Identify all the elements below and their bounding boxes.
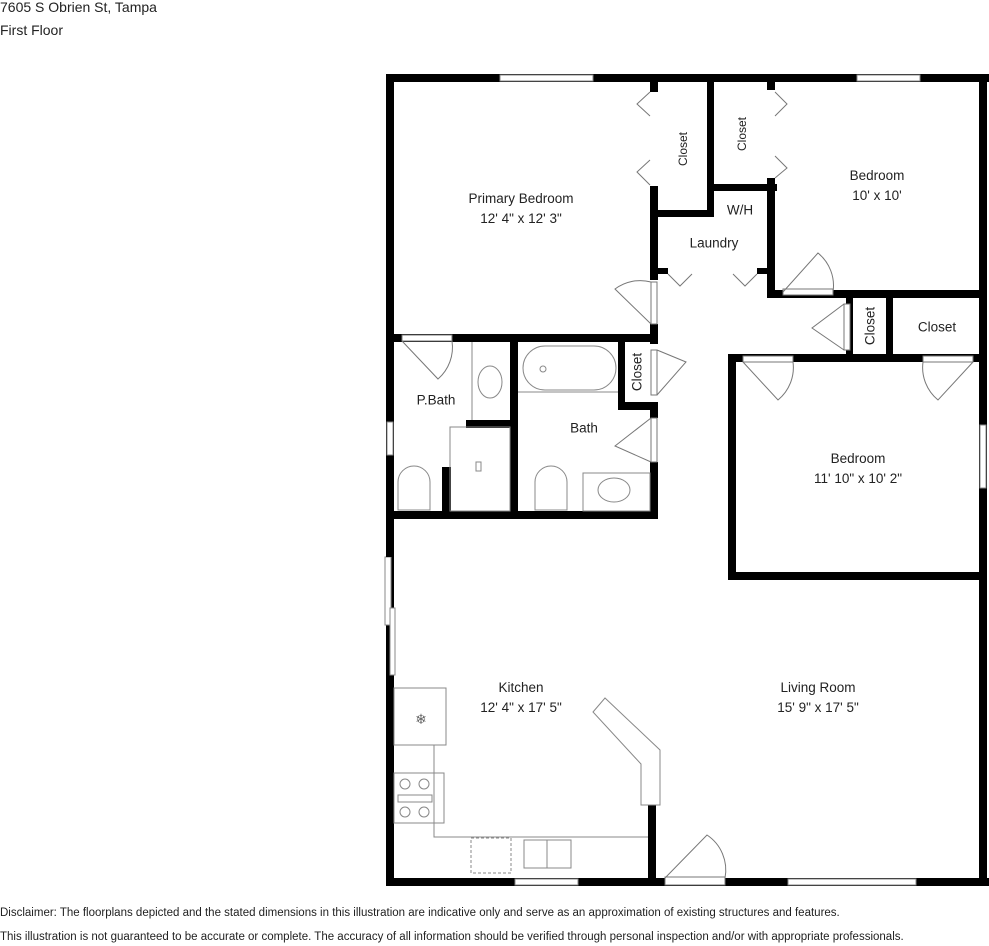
room-dims: 12' 4" x 17' 5" xyxy=(480,700,562,715)
room-closet-primary: Closet xyxy=(676,131,690,167)
room-primary-bedroom: Primary Bedroom 12' 4" x 12' 3" xyxy=(468,189,573,229)
room-closet-hall: Closet xyxy=(862,306,878,346)
room-dims: 11' 10" x 10' 2" xyxy=(813,471,903,486)
interior-walls xyxy=(386,82,987,885)
room-kitchen: Kitchen 12' 4" x 17' 5" xyxy=(480,678,562,718)
room-closet-large: Closet xyxy=(917,319,957,335)
door-swings xyxy=(401,91,974,886)
fixtures xyxy=(393,342,661,874)
room-dims: 10' x 10' xyxy=(852,188,902,203)
room-name: Bedroom xyxy=(849,168,905,183)
room-laundry: Laundry xyxy=(689,235,739,251)
room-bedroom-e: Bedroom 11' 10" x 10' 2" xyxy=(814,449,902,489)
room-closet-ne: Closet xyxy=(735,116,749,152)
room-name: Living Room xyxy=(780,680,856,695)
room-closet-bath: Closet xyxy=(629,352,645,392)
disclaimer-line-1: Disclaimer: The floorplans depicted and … xyxy=(0,907,840,919)
room-name: Bedroom xyxy=(830,451,886,466)
room-name: Kitchen xyxy=(498,680,544,695)
room-dims: 15' 9" x 17' 5" xyxy=(777,700,859,715)
disclaimer-line-2: This illustration is not guaranteed to b… xyxy=(0,931,904,943)
room-p-bath: P.Bath xyxy=(416,392,456,408)
floor-label: First Floor xyxy=(0,22,63,38)
room-bath: Bath xyxy=(570,420,598,436)
snowflake-icon: ❄ xyxy=(415,711,427,727)
room-living-room: Living Room 15' 9" x 17' 5" xyxy=(777,678,859,718)
room-name: Primary Bedroom xyxy=(468,191,574,206)
room-bedroom-ne: Bedroom 10' x 10' xyxy=(850,166,905,206)
room-dims: 12' 4" x 12' 3" xyxy=(480,211,562,226)
room-water-heater: W/H xyxy=(726,202,754,218)
property-address: 7605 S Obrien St, Tampa xyxy=(0,0,157,15)
